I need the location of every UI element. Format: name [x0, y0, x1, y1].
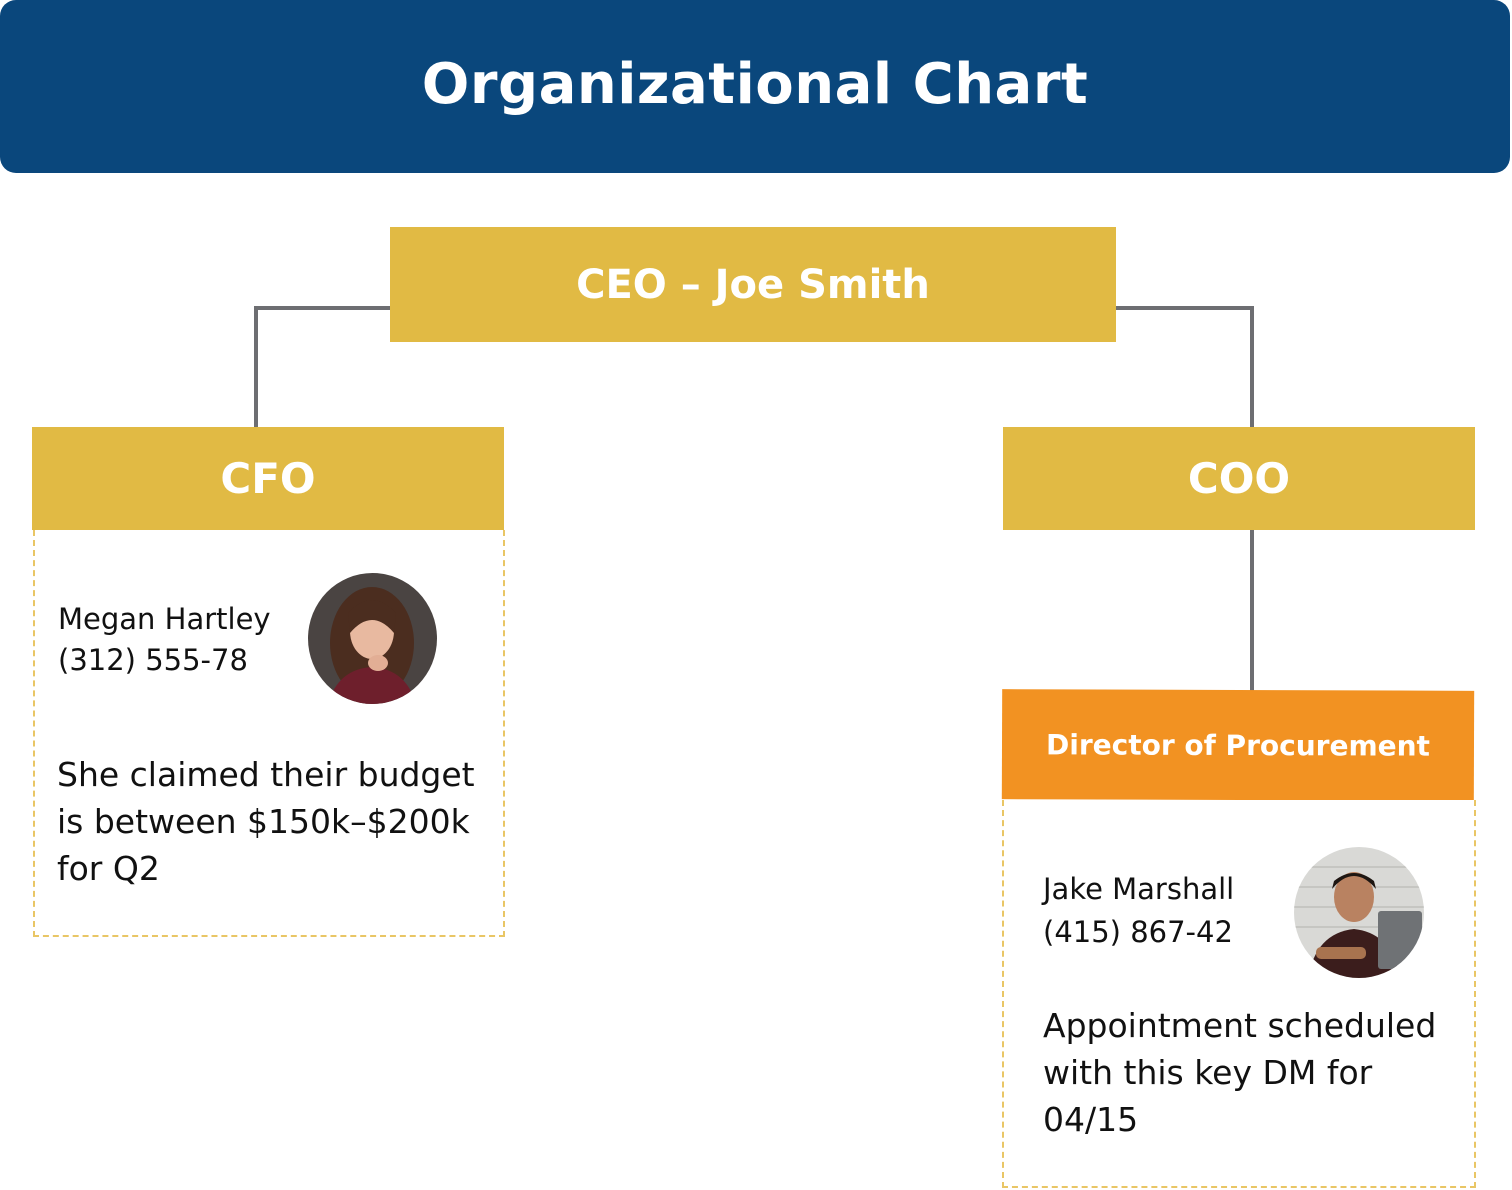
director-contact-card: Jake Marshall (415) 867-42 Appointment s… — [1002, 800, 1476, 1188]
man-portrait-icon — [1294, 847, 1424, 978]
coo-label: COO — [1187, 454, 1291, 503]
cfo-box: CFO — [32, 427, 504, 530]
director-contact-avatar — [1294, 847, 1424, 978]
cfo-contact-avatar — [308, 573, 437, 704]
ceo-cfo-connector — [254, 306, 390, 427]
ceo-box: CEO – Joe Smith — [390, 227, 1116, 342]
chart-title: Organizational Chart — [421, 52, 1089, 117]
chart-header: Organizational Chart — [0, 0, 1510, 173]
coo-box: COO — [1003, 427, 1475, 530]
cfo-contact-note: She claimed their budget is between $150… — [57, 755, 475, 888]
cfo-contact-name: Megan Hartley — [58, 602, 271, 636]
ceo-label: CEO – Joe Smith — [576, 261, 930, 308]
woman-portrait-icon — [308, 573, 437, 704]
director-contact-name: Jake Marshall — [1043, 872, 1235, 906]
cfo-label: CFO — [220, 454, 316, 503]
cfo-contact-phone: (312) 555-78 — [58, 643, 248, 677]
cfo-contact-card: Megan Hartley (312) 555-78 She claimed t… — [33, 530, 505, 937]
director-label: Director of Procurement — [1045, 727, 1431, 763]
ceo-coo-connector — [1116, 306, 1254, 427]
director-contact-phone: (415) 867-42 — [1043, 915, 1233, 949]
director-box: Director of Procurement — [1001, 689, 1475, 801]
director-contact-note: Appointment scheduled with this key DM f… — [1043, 1006, 1437, 1139]
